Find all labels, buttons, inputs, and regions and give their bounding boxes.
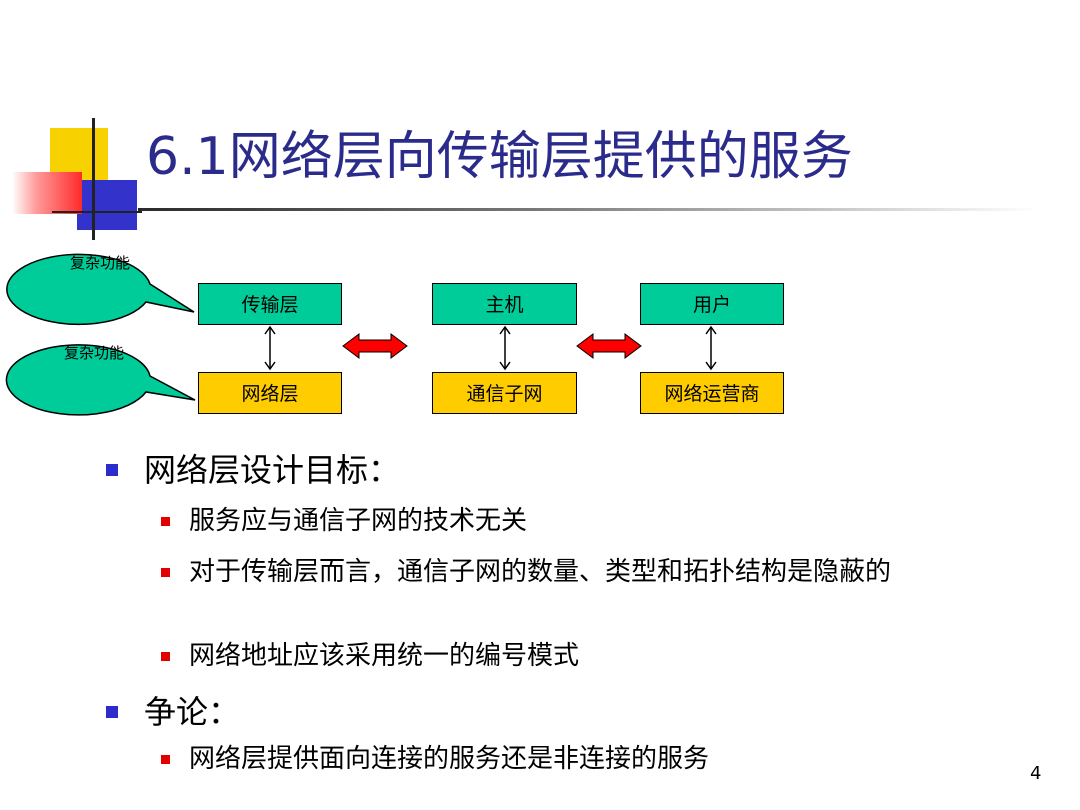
- goal-item-text: 对于传输层而言，通信子网的数量、类型和拓扑结构是隐蔽的: [189, 557, 892, 587]
- red-bullet-marker: [161, 652, 170, 661]
- red-bullet-marker: [161, 517, 170, 526]
- communication-subnet-box: 通信子网: [432, 372, 577, 414]
- red-bullet-marker: [161, 568, 170, 577]
- title-underline: [138, 208, 1038, 211]
- title-decoration-blue-square: [77, 180, 137, 230]
- user-box: 用户: [640, 283, 784, 325]
- transport-layer-box: 传输层: [198, 283, 342, 325]
- network-layer-box: 网络层: [198, 372, 342, 414]
- goal-item: 服务应与通信子网的技术无关: [161, 505, 1009, 537]
- title-decoration-vertical-line: [92, 118, 95, 240]
- goal-heading: 网络层设计目标：: [106, 450, 401, 490]
- slide-title-number: 6.1: [146, 127, 229, 187]
- goal-item: 对于传输层而言，通信子网的数量、类型和拓扑结构是隐蔽的: [161, 556, 989, 588]
- slide-title-text: 网络层向传输层提供的服务: [228, 127, 853, 187]
- callout-top-label: 复杂功能: [70, 254, 131, 272]
- debate-heading: 争论：: [106, 692, 241, 732]
- debate-heading-text: 争论：: [144, 693, 241, 731]
- goal-item-text: 服务应与通信子网的技术无关: [189, 506, 528, 536]
- page-number: 4: [1030, 763, 1042, 784]
- red-bullet-marker: [161, 755, 170, 764]
- title-decoration-red-square: [12, 172, 82, 214]
- goal-item-text: 网络地址应该采用统一的编号模式: [189, 641, 580, 671]
- goal-heading-text: 网络层设计目标：: [144, 451, 401, 489]
- goal-item: 网络地址应该采用统一的编号模式: [161, 640, 1009, 672]
- blue-bullet-marker: [106, 464, 118, 476]
- debate-item-text: 网络层提供面向连接的服务还是非连接的服务: [189, 744, 710, 774]
- red-double-arrow-right: [576, 333, 642, 359]
- slide-title: 6.1网络层向传输层提供的服务: [146, 120, 853, 194]
- network-operator-box: 网络运营商: [640, 372, 784, 414]
- blue-bullet-marker: [106, 706, 118, 718]
- callout-bottom-label: 复杂功能: [64, 344, 125, 362]
- red-double-arrow-left: [342, 333, 408, 359]
- debate-item: 网络层提供面向连接的服务还是非连接的服务: [161, 743, 1009, 775]
- host-box: 主机: [432, 283, 577, 325]
- title-decoration-horizontal-line: [52, 211, 142, 213]
